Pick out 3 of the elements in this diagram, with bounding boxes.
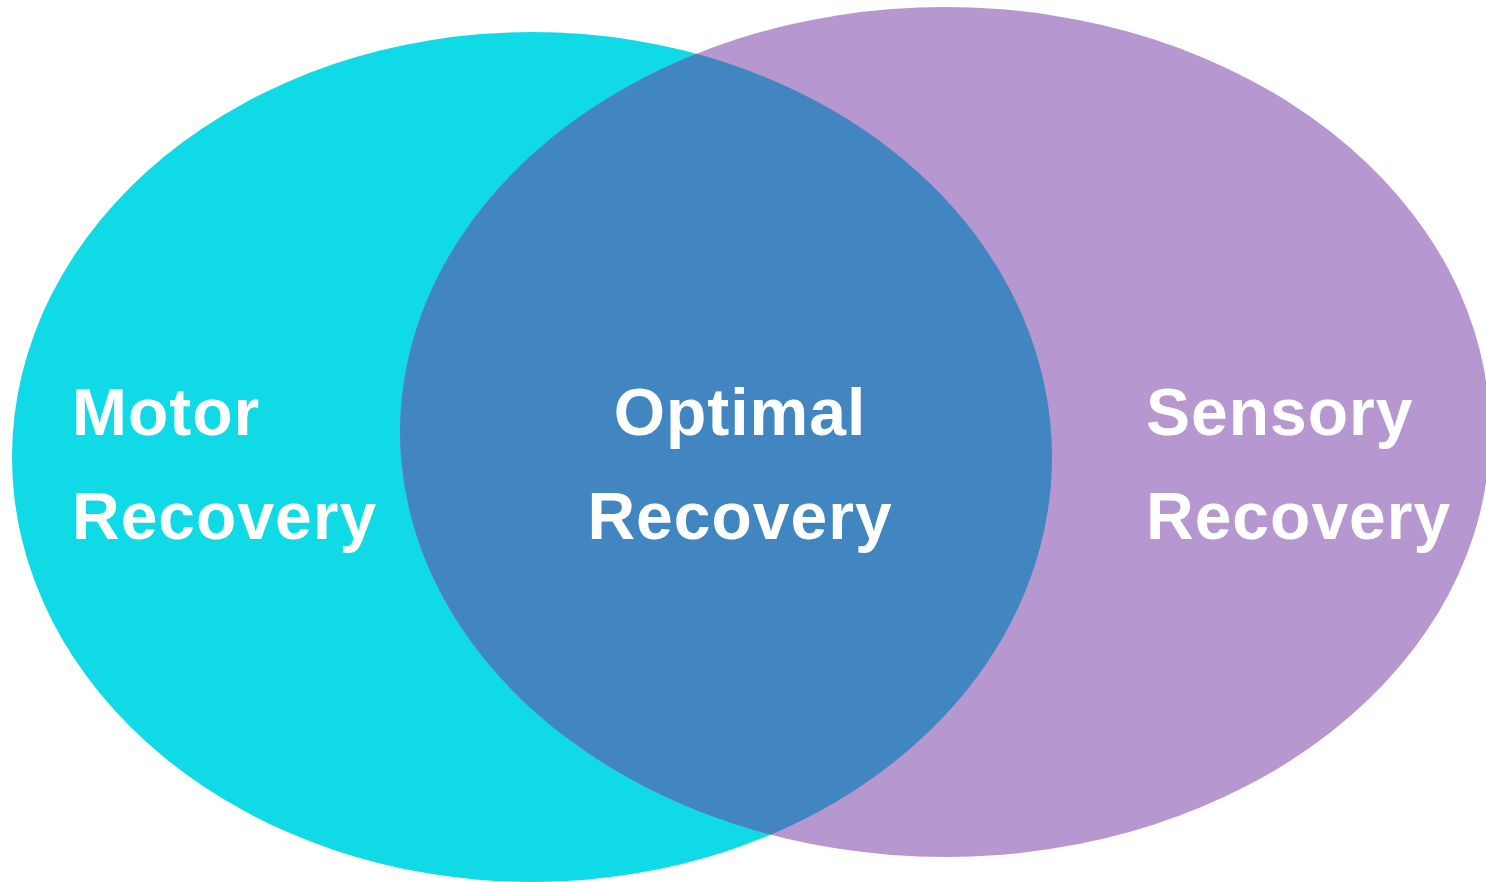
region-label: Optimal Recovery: [586, 374, 894, 555]
region-label: Motor Recovery: [72, 374, 379, 555]
region-label: Sensory Recovery: [1146, 374, 1453, 555]
